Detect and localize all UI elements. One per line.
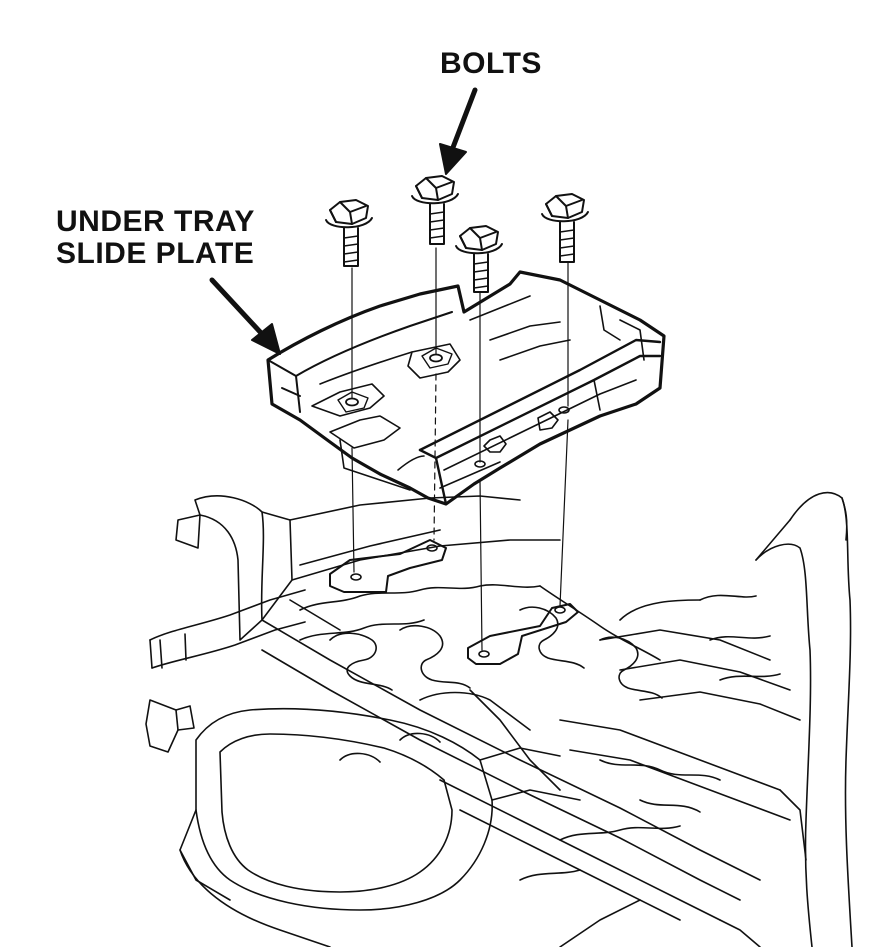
plate-label-line-1: UNDER TRAY (56, 205, 255, 238)
under-tray-slide-plate (266, 270, 666, 506)
bolt-3 (455, 225, 503, 293)
bracket-hole-icon (426, 544, 438, 552)
plate-callout-arrow (209, 277, 281, 355)
mount-bracket-left (329, 539, 447, 593)
plate-bolt-hole-icon (345, 397, 359, 407)
plate-bolt-hole-icon (474, 460, 486, 468)
bolt-4 (541, 193, 589, 263)
bracket-hole-icon (350, 573, 362, 581)
mount-bracket-right (467, 603, 579, 665)
bolt-1 (325, 199, 373, 267)
plate-bolt-hole-icon (558, 406, 570, 414)
bolts-callout-arrow (439, 87, 478, 175)
bracket-hole-icon (554, 606, 566, 614)
bolts-label: BOLTS (440, 47, 542, 80)
plate-bolt-hole-icon (429, 353, 443, 363)
bracket-hole-icon (478, 650, 490, 658)
plate-label-line-2: SLIDE PLATE (56, 237, 255, 270)
alignment-lines (351, 247, 569, 651)
under-tray-slide-plate-label: UNDER TRAY SLIDE PLATE (56, 206, 255, 270)
vehicle-floor-pan (145, 491, 853, 947)
bolt-2 (411, 175, 459, 245)
